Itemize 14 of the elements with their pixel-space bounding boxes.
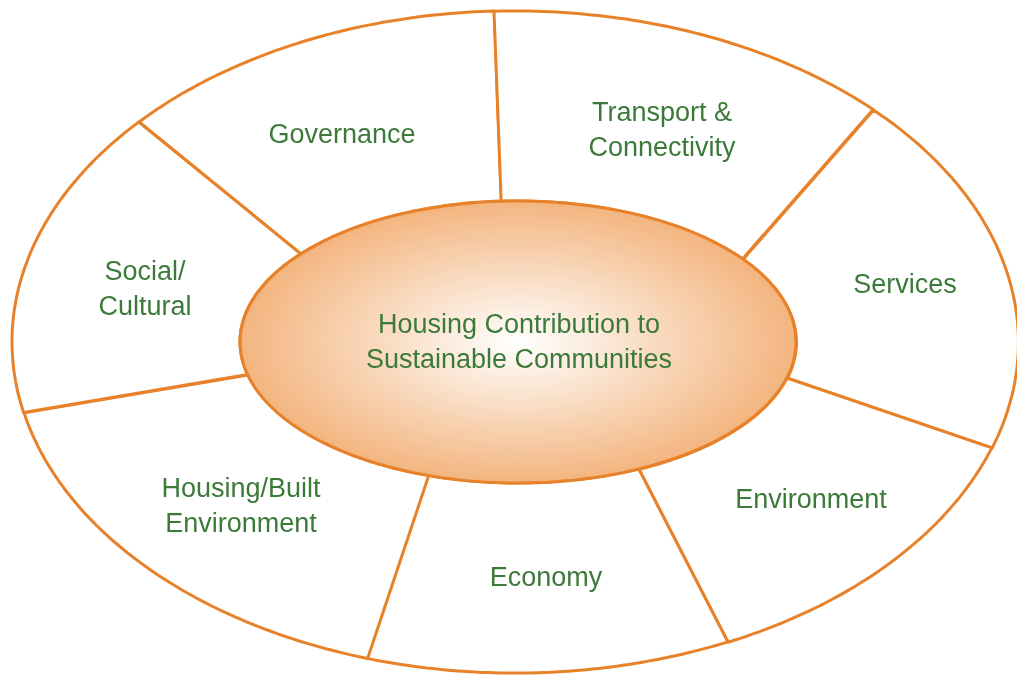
center-label: Housing Contribution to Sustainable Communities	[364, 307, 674, 376]
ring-segment	[138, 11, 502, 255]
segment-label: Housing/Built Environment	[160, 471, 322, 540]
segment-label: Social/ Cultural	[97, 254, 193, 323]
segment-label: Environment	[734, 483, 888, 517]
ring-segment	[23, 374, 429, 659]
segment-label: Governance	[267, 118, 417, 152]
ring-segment	[367, 468, 729, 673]
segment-label: Transport & Connectivity	[587, 95, 737, 164]
segment-label: Economy	[488, 561, 604, 595]
ring-segment	[742, 109, 1017, 448]
ring-segment	[639, 377, 992, 642]
segment-label: Services	[852, 268, 958, 302]
ring-segment	[493, 11, 874, 259]
